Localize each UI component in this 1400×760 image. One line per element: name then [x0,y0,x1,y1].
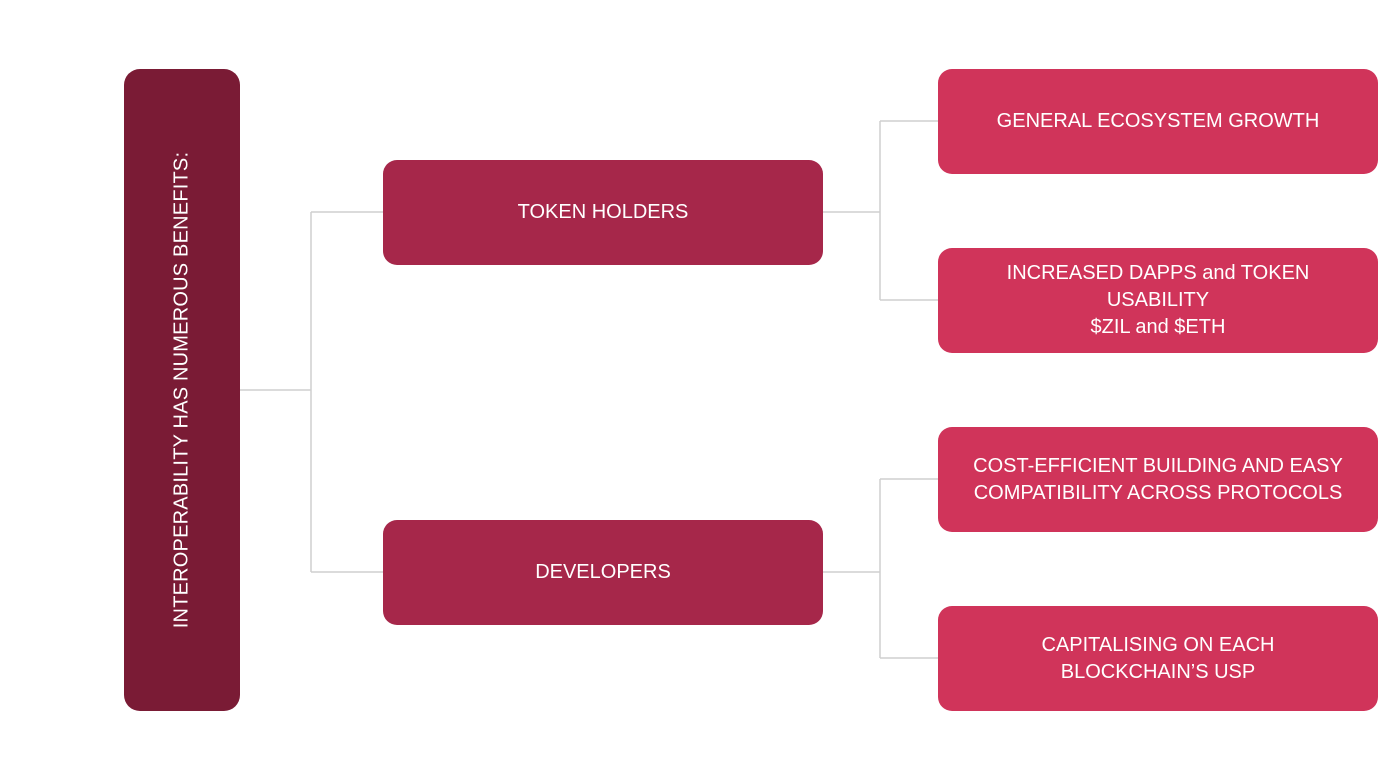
benefit-node-cost-efficient: COST-EFFICIENT BUILDING AND EASY COMPATI… [938,427,1378,532]
branch-node-developers: DEVELOPERS [383,520,823,625]
benefit-node-line: USABILITY [1106,289,1210,311]
benefit-node-line: COST-EFFICIENT BUILDING AND EASY [973,454,1343,477]
benefit-node-capitalising-usp: CAPITALISING ON EACH BLOCKCHAIN’S USP [938,606,1378,711]
branch-node-label: DEVELOPERS [535,561,671,583]
root-node: INTEROPERABILITY HAS NUMEROUS BENEFITS: [124,69,240,711]
benefit-node-dapps-usability: INCREASED DAPPS and TOKEN USABILITY $ZIL… [938,248,1378,353]
benefit-node-ecosystem-growth: GENERAL ECOSYSTEM GROWTH [938,69,1378,174]
benefit-node-line: CAPITALISING ON EACH [1041,633,1275,656]
branch-node-label: TOKEN HOLDERS [517,201,689,223]
benefit-node-line: INCREASED DAPPS and TOKEN [1006,262,1310,284]
benefit-node-line: $ZIL and $ETH [1090,316,1226,338]
benefit-node-line: COMPATIBILITY ACROSS PROTOCOLS [973,481,1343,504]
benefit-node-line: BLOCKCHAIN’S USP [1060,660,1256,683]
root-node-label: INTEROPERABILITY HAS NUMEROUS BENEFITS: [170,151,193,629]
branch-node-token-holders: TOKEN HOLDERS [383,160,823,265]
benefit-node-line: GENERAL ECOSYSTEM GROWTH [996,110,1320,132]
